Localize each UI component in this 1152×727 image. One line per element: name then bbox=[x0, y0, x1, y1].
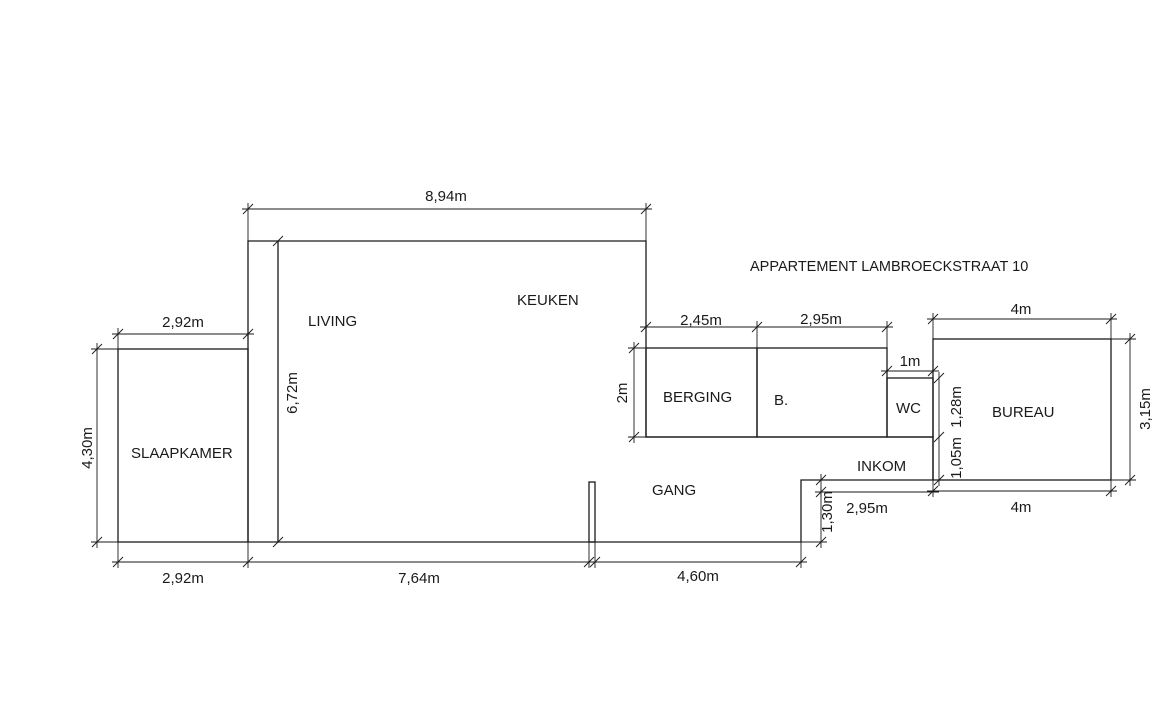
dim-slaapkamer-height: 4,30m bbox=[79, 427, 96, 469]
dim-berging-height: 2m bbox=[614, 383, 631, 404]
wall-gang-post bbox=[588, 481, 596, 543]
dim-living-height: 6,72m bbox=[284, 372, 301, 414]
room-label-keuken: KEUKEN bbox=[517, 292, 579, 309]
room-label-living: LIVING bbox=[308, 313, 357, 330]
room-label-gang: GANG bbox=[652, 482, 696, 499]
dimension-lines bbox=[91, 203, 1136, 568]
dim-inkom-width: 2,95m bbox=[846, 500, 888, 517]
dim-badkamer-width: 2,95m bbox=[800, 311, 842, 328]
room-label-bureau: BUREAU bbox=[992, 404, 1055, 421]
dim-bottom-middle: 7,64m bbox=[398, 570, 440, 587]
wall-bureau bbox=[932, 338, 1112, 481]
room-label-inkom: INKOM bbox=[857, 458, 906, 475]
room-label-badkamer: B. bbox=[774, 392, 788, 409]
plan-title: APPARTEMENT LAMBROECKSTRAAT 10 bbox=[750, 259, 1028, 275]
dim-bureau-height: 3,15m bbox=[1137, 388, 1152, 430]
dim-berging-width: 2,45m bbox=[680, 312, 722, 329]
dim-inkom-height: 1,30m bbox=[819, 491, 836, 533]
dim-bottom-right: 4,60m bbox=[677, 568, 719, 585]
dim-bureau-bottom: 4m bbox=[1011, 499, 1032, 516]
room-label-berging: BERGING bbox=[663, 389, 732, 406]
dim-bureau-top: 4m bbox=[1011, 301, 1032, 318]
dim-wc-lower: 1,05m bbox=[948, 437, 965, 479]
dim-wc-height: 1,28m bbox=[948, 386, 965, 428]
room-label-slaapkamer: SLAAPKAMER bbox=[131, 445, 233, 462]
dim-total-top: 8,94m bbox=[425, 188, 467, 205]
dim-slaapkamer-bottom: 2,92m bbox=[162, 570, 204, 587]
dim-slaapkamer-top: 2,92m bbox=[162, 314, 204, 331]
dim-wc-width: 1m bbox=[900, 353, 921, 370]
room-label-wc: WC bbox=[896, 400, 921, 417]
